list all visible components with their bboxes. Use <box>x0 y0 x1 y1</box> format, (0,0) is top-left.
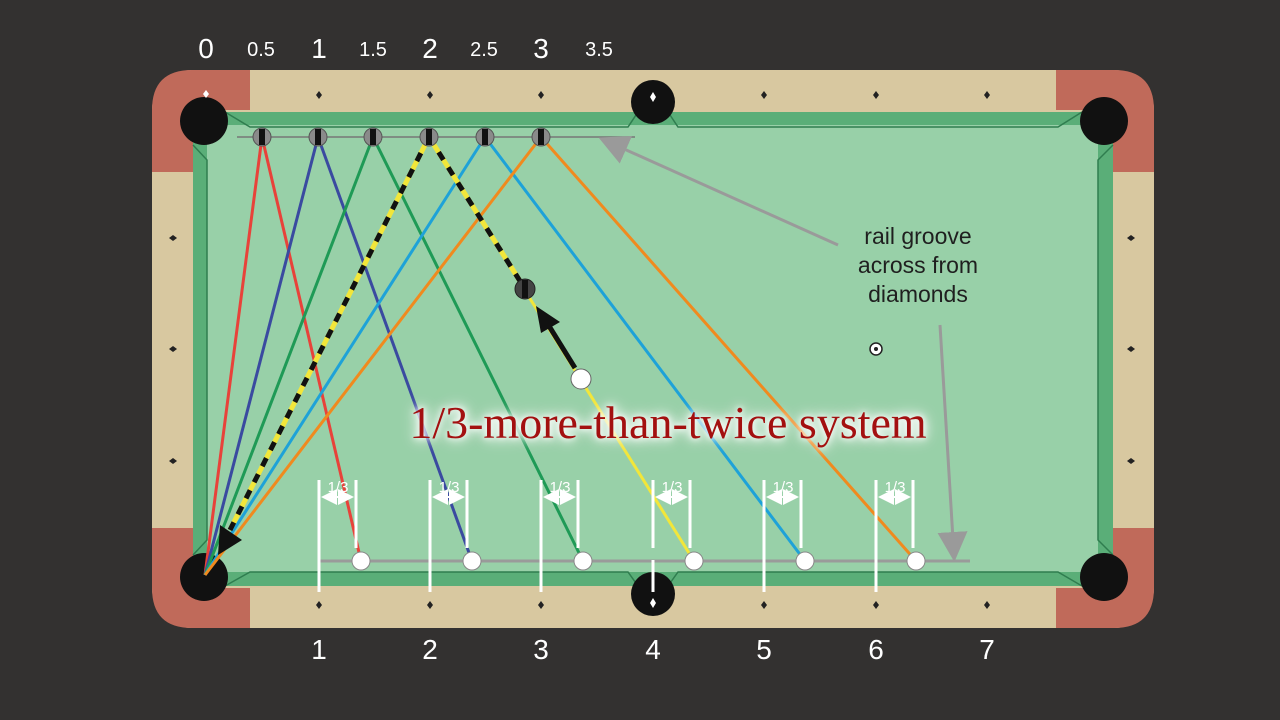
annotation-arrows <box>598 136 968 562</box>
diamond-bottom <box>984 601 990 609</box>
path-arrowhead-left <box>218 525 242 555</box>
target-ball <box>684 551 704 571</box>
diamond-left <box>169 235 177 241</box>
top-label-0: 0 <box>198 33 214 64</box>
pocket-top-left <box>180 97 228 145</box>
trajectory-in <box>203 136 320 576</box>
trajectory-in <box>203 136 487 576</box>
fraction-label: 1/3 <box>328 479 349 496</box>
diamond-top <box>761 91 767 99</box>
trajectory-out <box>483 136 807 562</box>
annotation-line-3: diamonds <box>868 281 968 307</box>
top-label-3: 3 <box>533 33 549 64</box>
diamond-right <box>1127 346 1135 352</box>
fraction-bracket: 1/3 <box>874 479 915 592</box>
groove-ball <box>252 127 272 147</box>
target-ball <box>351 551 371 571</box>
fraction-bracket: 1/3 <box>539 479 580 592</box>
bottom-label-2: 2 <box>422 634 438 665</box>
cue-path <box>218 135 578 555</box>
top-label-2-5: 2.5 <box>470 39 498 61</box>
diamond-bottom <box>761 601 767 609</box>
groove-ball <box>531 127 551 147</box>
top-label-3-5: 3.5 <box>585 39 613 61</box>
groove-ball-markers <box>252 127 551 147</box>
trajectory-lines <box>203 136 918 576</box>
fraction-label: 1/3 <box>439 479 460 496</box>
bottom-label-1: 1 <box>311 634 327 665</box>
diamond-top <box>538 91 544 99</box>
system-title: 1/3-more-than-twice system <box>409 397 927 448</box>
diamond-bottom <box>427 601 433 609</box>
trajectory-in <box>203 136 375 576</box>
path-arrowhead-up <box>536 306 560 333</box>
bottom-label-6: 6 <box>868 634 884 665</box>
object-ball <box>514 278 536 300</box>
fraction-bracket: 1/3 <box>762 479 803 592</box>
cue-ball <box>570 368 592 390</box>
rail-diamonds <box>169 91 1135 609</box>
rail-groove-annotation: rail groove across from diamonds <box>808 222 1028 309</box>
target-ball <box>573 551 593 571</box>
target-ball <box>462 551 482 571</box>
groove-ball <box>363 127 383 147</box>
top-label-1-5: 1.5 <box>359 39 387 61</box>
pocket-bottom-side <box>631 572 675 616</box>
fraction-label: 1/3 <box>773 479 794 496</box>
bottom-label-3: 3 <box>533 634 549 665</box>
fraction-label: 1/3 <box>662 479 683 496</box>
target-ball <box>906 551 926 571</box>
diamond-right <box>1127 235 1135 241</box>
one-third-brackets: 1/3 1/3 1/3 1/3 1/3 1/3 <box>317 479 915 592</box>
diamond-bottom <box>873 601 879 609</box>
pocket-bottom-left <box>180 553 228 601</box>
bottom-label-4: 4 <box>645 634 661 665</box>
fraction-bracket: 1/3 <box>428 479 469 592</box>
trajectory-in <box>203 136 543 576</box>
trajectory-out <box>539 136 918 562</box>
diamond-bottom <box>538 601 544 609</box>
top-label-0-5: 0.5 <box>247 39 275 61</box>
diamond-left <box>169 458 177 464</box>
bottom-label-7: 7 <box>979 634 995 665</box>
annotation-line-2: across from <box>857 252 979 278</box>
fraction-label: 1/3 <box>550 479 571 496</box>
fraction-bracket: 1/3 <box>651 479 692 548</box>
pocket-top-right <box>1080 97 1128 145</box>
target-balls <box>351 551 926 571</box>
reference-ball <box>869 342 883 356</box>
groove-ball <box>419 127 439 147</box>
balls <box>514 278 883 390</box>
diamond-right <box>1127 458 1135 464</box>
fraction-bracket: 1/3 <box>317 479 358 592</box>
diamond-bottom <box>316 601 322 609</box>
fraction-label: 1/3 <box>885 479 906 496</box>
target-ball <box>795 551 815 571</box>
groove-ball <box>475 127 495 147</box>
pocket-bottom-right <box>1080 553 1128 601</box>
diamond-top <box>316 91 322 99</box>
top-label-2: 2 <box>422 33 438 64</box>
groove-ball <box>308 127 328 147</box>
diamond-top <box>427 91 433 99</box>
bottom-label-5: 5 <box>756 634 772 665</box>
diamond-left <box>169 346 177 352</box>
diamond-top <box>984 91 990 99</box>
diamond-top <box>873 91 879 99</box>
annotation-line-1: rail groove <box>864 223 972 249</box>
top-label-1: 1 <box>311 33 327 64</box>
trajectory-in <box>203 136 264 576</box>
